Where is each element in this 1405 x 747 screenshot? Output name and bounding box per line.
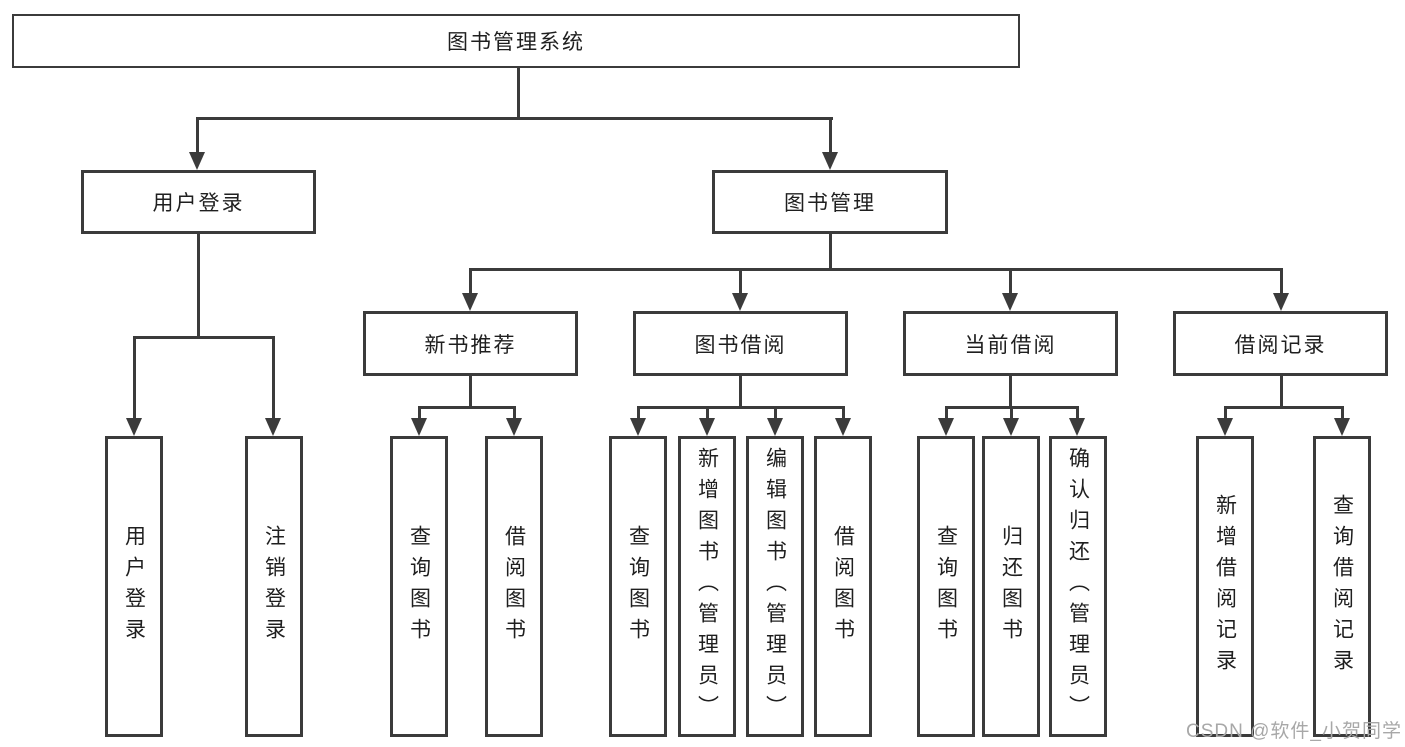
connector-line [945, 406, 948, 418]
connector-line [1076, 406, 1079, 418]
connector-line [774, 406, 777, 418]
connector-line [197, 234, 200, 336]
leaf-add-books-admin: 新增图书（管理员） [678, 436, 736, 737]
leaf-user-login: 用户登录 [105, 436, 163, 737]
arrow-down-icon [938, 418, 954, 436]
leaf-query-books-recommend: 查询图书 [390, 436, 448, 737]
arrow-down-icon [1069, 418, 1085, 436]
leaf-confirm-return-admin: 确认归还（管理员） [1049, 436, 1107, 737]
connector-line [739, 376, 742, 407]
arrow-down-icon [411, 418, 427, 436]
arrow-down-icon [1217, 418, 1233, 436]
leaf-query-books-current: 查询图书 [917, 436, 975, 737]
arrow-down-icon [126, 418, 142, 436]
arrow-down-icon [767, 418, 783, 436]
arrow-down-icon [1002, 293, 1018, 311]
connector-line [469, 376, 472, 407]
connector-line [469, 268, 472, 293]
connector-line [272, 336, 275, 418]
leaf-edit-books-admin: 编辑图书（管理员） [746, 436, 804, 737]
connector-line [829, 117, 832, 152]
connector-line [1010, 406, 1013, 418]
connector-line [418, 406, 421, 418]
connector-line [1280, 268, 1283, 293]
node-borrow-records: 借阅记录 [1173, 311, 1388, 376]
connector-line [1224, 406, 1227, 418]
arrow-down-icon [1003, 418, 1019, 436]
connector-line [133, 336, 275, 339]
connector-line [513, 406, 516, 418]
node-library-management-system: 图书管理系统 [12, 14, 1020, 68]
connector-line [739, 268, 742, 293]
connector-line [706, 406, 709, 418]
connector-line [517, 68, 520, 118]
arrow-down-icon [1273, 293, 1289, 311]
leaf-borrow-books: 借阅图书 [814, 436, 872, 737]
connector-line [829, 234, 832, 270]
arrow-down-icon [462, 293, 478, 311]
connector-line [196, 117, 199, 152]
connector-line [842, 406, 845, 418]
connector-line [1341, 406, 1344, 418]
arrow-down-icon [189, 152, 205, 170]
arrow-down-icon [822, 152, 838, 170]
arrow-down-icon [1334, 418, 1350, 436]
leaf-logout: 注销登录 [245, 436, 303, 737]
connector-line [418, 406, 516, 409]
node-user-login: 用户登录 [81, 170, 316, 234]
connector-line [1224, 406, 1343, 409]
connector-line [196, 117, 833, 120]
connector-line [133, 336, 136, 418]
node-book-management: 图书管理 [712, 170, 948, 234]
node-current-borrow: 当前借阅 [903, 311, 1118, 376]
leaf-borrow-books-recommend: 借阅图书 [485, 436, 543, 737]
arrow-down-icon [699, 418, 715, 436]
arrow-down-icon [732, 293, 748, 311]
node-new-book-recommend: 新书推荐 [363, 311, 578, 376]
csdn-watermark: CSDN @软件_小贺同学 [1186, 721, 1402, 742]
connector-line [1009, 376, 1012, 407]
node-book-borrow: 图书借阅 [633, 311, 848, 376]
arrow-down-icon [835, 418, 851, 436]
leaf-query-books-borrow: 查询图书 [609, 436, 667, 737]
connector-line [1280, 376, 1283, 407]
arrow-down-icon [630, 418, 646, 436]
leaf-add-borrow-record: 新增借阅记录 [1196, 436, 1254, 737]
connector-line [1009, 268, 1012, 293]
connector-line [637, 406, 640, 418]
leaf-query-borrow-record: 查询借阅记录 [1313, 436, 1371, 737]
arrow-down-icon [506, 418, 522, 436]
leaf-return-books: 归还图书 [982, 436, 1040, 737]
connector-line [637, 406, 845, 409]
arrow-down-icon [265, 418, 281, 436]
connector-line [469, 268, 1283, 271]
